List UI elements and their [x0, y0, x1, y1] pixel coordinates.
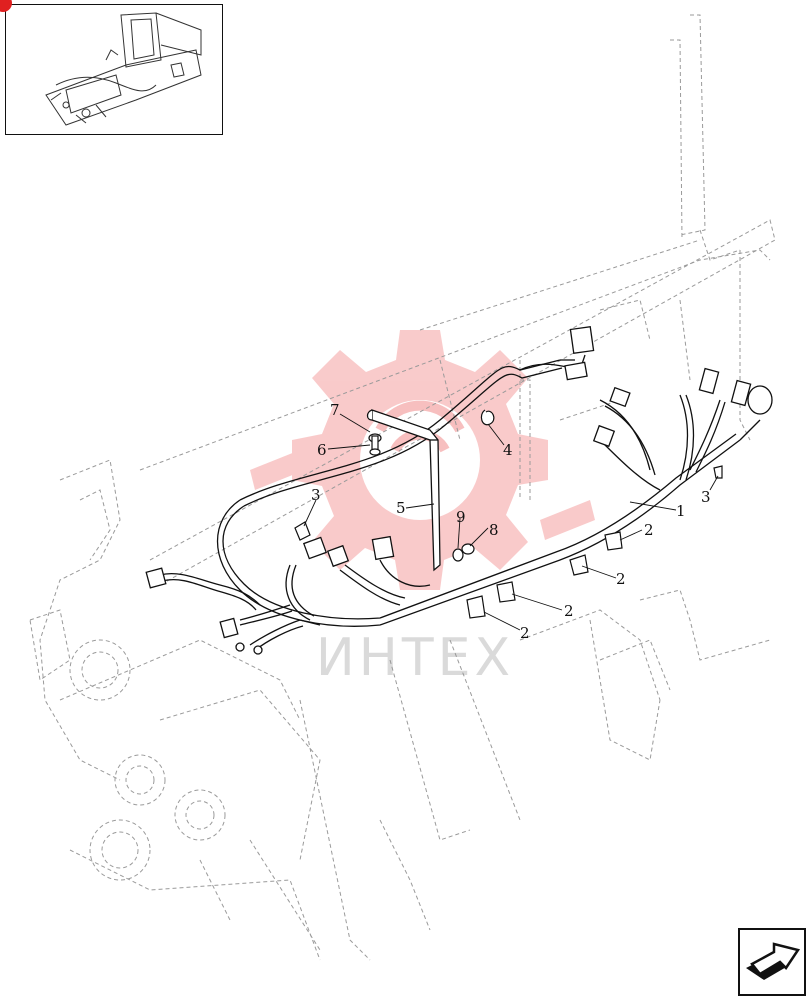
callout-2c: 2 — [564, 602, 574, 620]
clip-2b — [569, 554, 589, 576]
callout-8: 8 — [489, 521, 499, 539]
tractor-frame-thumbnail-icon — [45, 12, 202, 126]
callout-6: 6 — [317, 441, 327, 459]
connectors — [145, 325, 773, 655]
chassis-outline — [29, 14, 776, 961]
next-page-arrow-icon — [746, 942, 801, 980]
callout-9: 9 — [456, 508, 466, 526]
nut-8 — [461, 543, 475, 555]
callout-3b: 3 — [701, 488, 711, 506]
callout-2d: 2 — [520, 624, 530, 642]
gear-watermark-icon — [250, 330, 595, 590]
corner-marker — [0, 0, 12, 12]
next-page-button[interactable] — [738, 928, 806, 996]
callout-4: 4 — [503, 441, 513, 459]
hardware-items — [294, 409, 723, 619]
clip-4 — [480, 409, 495, 426]
clip-3b — [713, 465, 723, 479]
watermark-text: ИНТЕХ — [315, 628, 515, 688]
overview-thumbnail — [5, 4, 223, 135]
mounting-bracket — [366, 409, 441, 572]
callout-5: 5 — [396, 499, 406, 517]
callout-2a: 2 — [644, 521, 654, 539]
clip-2d — [466, 595, 486, 619]
callout-labels: 1 2 2 2 2 3 3 4 5 6 7 8 9 — [311, 401, 711, 642]
clip-2c — [496, 581, 516, 603]
clip-2a — [604, 531, 623, 551]
callout-3a: 3 — [311, 486, 321, 504]
leader-lines — [303, 413, 719, 631]
washer-9 — [452, 548, 464, 562]
callout-7: 7 — [330, 401, 340, 419]
callout-1: 1 — [676, 502, 686, 520]
clip-3a — [294, 521, 311, 541]
callout-2b: 2 — [616, 570, 626, 588]
